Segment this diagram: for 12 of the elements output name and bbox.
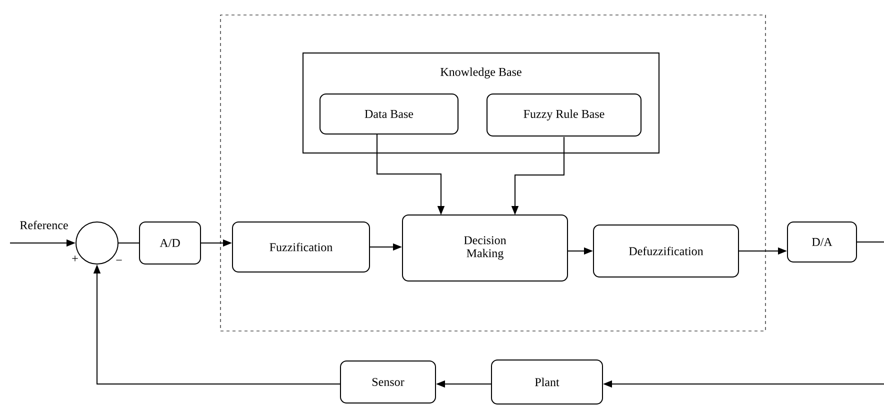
controller-boundary	[220, 14, 766, 332]
process-box: Data Base	[320, 94, 458, 134]
process-box: Defuzzification	[593, 224, 739, 278]
process-box: D/A	[787, 222, 857, 262]
process-box: Fuzzy Rule Base	[486, 94, 642, 136]
process-box: A/D	[139, 222, 201, 264]
process-box: Fuzzification	[232, 222, 370, 272]
edge-label: Reference	[20, 220, 68, 230]
sign-label: +	[72, 256, 78, 262]
process-box: Sensor	[340, 360, 436, 404]
process-box: Plant	[491, 360, 603, 404]
process-box: Decision Making	[402, 214, 568, 282]
